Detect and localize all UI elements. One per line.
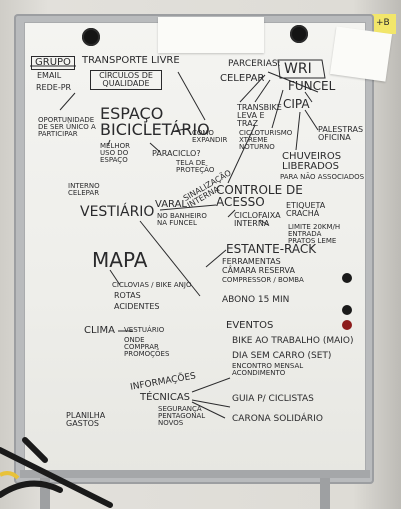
board-text-melhoruso: MELHOR USO DO ESPAÇO xyxy=(100,142,130,164)
board-text-rotas: ROTAS xyxy=(114,291,141,300)
board-text-tela: TELA DE PROTEÇÃO xyxy=(176,159,215,174)
board-text-paranao: PARA NÃO ASSOCIADOS xyxy=(280,173,365,181)
board-text-planilha: PLANILHA GASTOS xyxy=(66,411,106,428)
stand-leg-right xyxy=(320,478,330,509)
board-text-clima: CLIMA xyxy=(84,325,115,336)
board-text-acidentes: ACIDENTES xyxy=(114,302,160,311)
board-text-estante: ESTANTE-RACK xyxy=(226,242,317,256)
board-text-guia: GUIA P/ CICLISTAS xyxy=(232,394,314,404)
magnet-dot xyxy=(342,320,352,330)
magnet-right xyxy=(290,25,308,43)
board-text-comoexpandir: COMO EXPANDIR xyxy=(192,129,228,144)
board-text-celepar: CELEPAR xyxy=(220,73,265,84)
board-text-email: EMAIL xyxy=(37,71,62,80)
board-text-encontro: ENCONTRO MENSAL ACONDIMENTO xyxy=(232,362,304,377)
board-text-chuveiros: CHUVEIROS LIBERADOS xyxy=(282,151,342,172)
board-text-ondecomprar: ONDE COMPRAR PROMOÇÕES xyxy=(124,336,170,358)
board-text-vestiario: VESTIÁRIO xyxy=(80,204,155,220)
board-text-limite: LIMITE 20KM/H ENTRADA PRATOS LEME xyxy=(288,223,341,245)
board-text-oportunidade: OPORTUNIDADE DE SER ÚNICO A PARTICIPAR xyxy=(38,116,96,138)
board-text-palestras: PALESTRAS OFICINA xyxy=(318,125,364,142)
board-text-etiqueta: ETIQUETA CRACHÁ xyxy=(286,201,326,218)
board-text-diasemcarro: DIA SEM CARRO (SET) xyxy=(232,351,332,361)
board-text-espaco: ESPAÇO BICICLETÁRIO xyxy=(100,104,210,139)
board-text-carona: CARONA SOLIDÁRIO xyxy=(232,414,323,424)
magnet-dot xyxy=(342,305,352,315)
sticky-note-text: +B xyxy=(376,18,390,28)
stand-leg-left xyxy=(40,478,50,509)
board-text-controle: CONTROLE DE ACESSO xyxy=(216,183,303,209)
board-text-biketrabalho: BIKE AO TRABALHO (MAIO) xyxy=(232,336,354,346)
board-text-rede: REDE-PR xyxy=(36,83,72,92)
board-text-funcel: FUNCEL xyxy=(288,79,336,93)
board-text-cipa: CIPA xyxy=(283,97,310,111)
board-text-tecnicas: TÉCNICAS xyxy=(140,392,191,403)
board-text-seguranca: SEGURANÇA PENTAGONAL NOVOS xyxy=(158,405,206,427)
board-text-grupo: GRUPO xyxy=(31,56,75,70)
board-text-varal: VARAL xyxy=(155,199,187,210)
board-text-transporte: TRANSPORTE LIVRE xyxy=(82,55,180,66)
board-text-ferramentas: FERRAMENTAS xyxy=(222,257,281,266)
magnet-left xyxy=(82,28,100,46)
board-text-vestuario: VESTUÁRIO xyxy=(124,326,165,334)
board-text-camara: CÂMARA RESERVA xyxy=(222,266,295,275)
board-text-parcerias: PARCERIAS: xyxy=(228,59,281,69)
pinned-paper xyxy=(158,17,264,53)
board-text-abono: ABONO 15 MIN xyxy=(222,295,290,305)
marker-tray xyxy=(20,470,370,478)
board-text-transbike: TRANSBIKE LEVA E TRAZ xyxy=(237,103,282,128)
board-text-mapa: MAPA xyxy=(92,248,148,272)
board-text-cicloturismo: CICLOTURISMO XTREME NOTURNO xyxy=(239,129,293,151)
board-text-wri: WRI xyxy=(284,61,312,77)
bicycle xyxy=(0,437,113,508)
board-text-ciclofaixa: CICLOFAIXA INTERNA xyxy=(234,211,281,228)
magnet-dot xyxy=(342,273,352,283)
board-text-circulos: CÍRCULOS DE QUALIDADE xyxy=(90,70,162,90)
board-text-interno: INTERNO CELEPAR xyxy=(68,182,100,197)
board-text-paraciclo: PARACICLO? xyxy=(152,149,201,158)
board-text-varalsub: NO BANHEIRO NA FUNCEL xyxy=(157,212,207,227)
board-text-compressor: COMPRESSOR / BOMBA xyxy=(222,276,304,284)
board-text-ciclovias: CICLOVIAS / BIKE ANJO xyxy=(112,281,192,289)
board-text-eventos: EVENTOS xyxy=(226,320,274,331)
sticky-note: +B xyxy=(372,14,396,34)
